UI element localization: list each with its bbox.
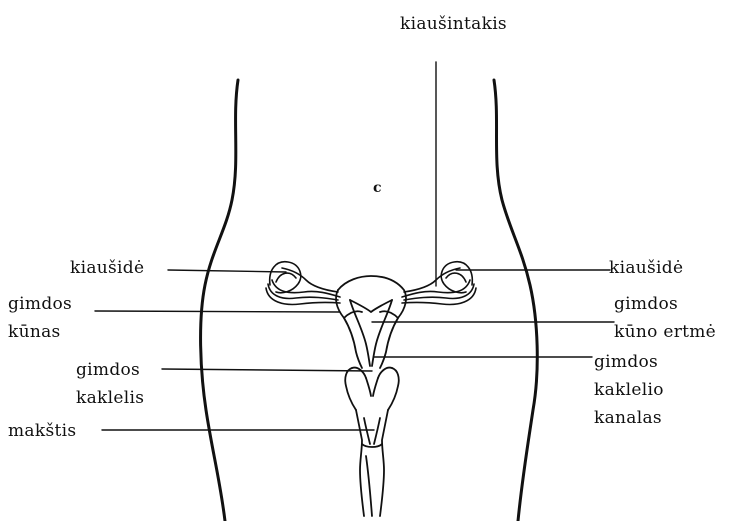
body-outline-left <box>201 80 238 521</box>
cervix <box>345 368 399 410</box>
label-cervix-line2: kaklelis <box>76 386 144 410</box>
vagina <box>356 410 388 516</box>
label-fallopian-tube: kiaušintakis <box>400 12 507 36</box>
label-uterine-cavity-line2: kūno ertmė <box>614 320 716 344</box>
label-uterus-body-line2: kūnas <box>8 320 61 344</box>
label-uterus-body-line1: gimdos <box>8 292 72 316</box>
label-marker-c: c <box>373 176 382 200</box>
left-adnexa <box>266 262 340 305</box>
label-uterine-cavity-line1: gimdos <box>614 292 678 316</box>
body-outline-right <box>494 80 537 521</box>
right-adnexa <box>402 262 476 305</box>
label-cervical-canal-line3: kanalas <box>594 406 662 430</box>
label-cervix-line1: gimdos <box>76 358 140 382</box>
label-cervical-canal-line1: gimdos <box>594 350 658 374</box>
label-ovary-left: kiaušidė <box>70 256 144 280</box>
label-ovary-right: kiaušidė <box>609 256 683 280</box>
label-cervical-canal-line2: kaklelio <box>594 378 664 402</box>
leader-ovary-left <box>168 270 286 272</box>
leader-cervix <box>162 369 372 371</box>
label-vagina: makštis <box>8 419 76 443</box>
leader-uterus-body <box>95 311 340 312</box>
